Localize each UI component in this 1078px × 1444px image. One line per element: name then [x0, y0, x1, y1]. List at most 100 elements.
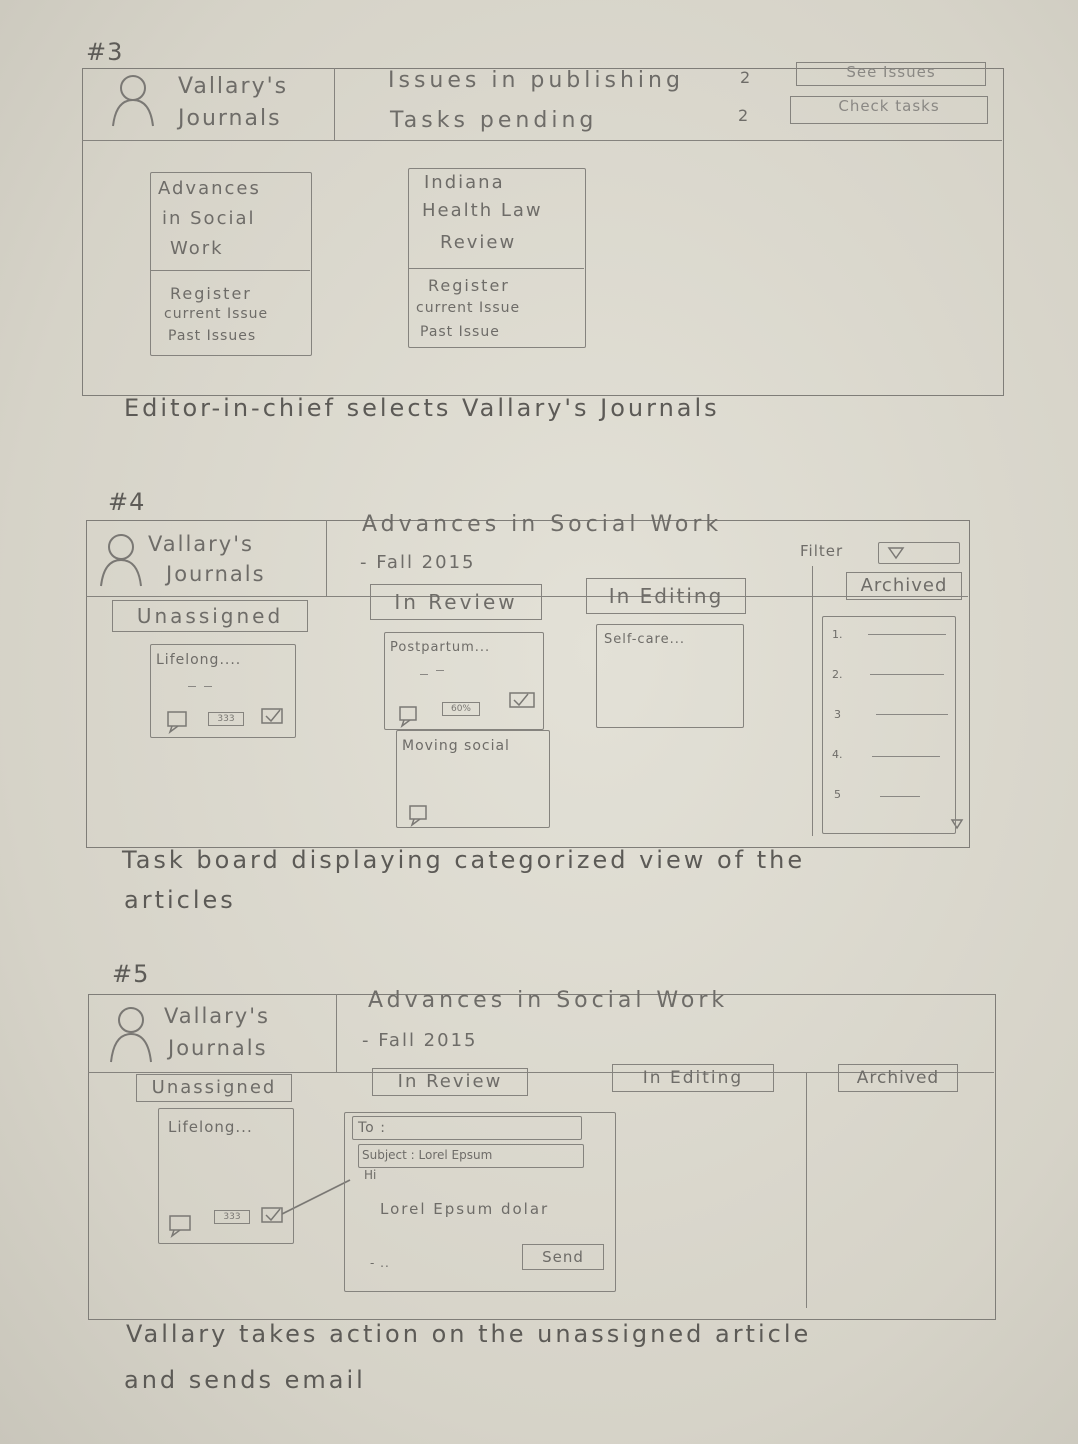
archived-item-line [880, 796, 920, 797]
archived-column-separator [806, 1072, 807, 1308]
email-greeting: Hi [364, 1168, 377, 1182]
current-issue-link[interactable]: current Issue [416, 300, 521, 316]
email-subject-text: Subject : Lorel Epsum [362, 1148, 493, 1162]
filter-dropdown[interactable] [878, 542, 960, 564]
filter-icon [887, 547, 905, 560]
register-link[interactable]: Register [428, 276, 510, 295]
column-unassigned[interactable]: Unassigned [136, 1074, 292, 1102]
column-archived[interactable]: Archived [838, 1064, 958, 1092]
article-card-title: Lifelong... [168, 1118, 253, 1136]
journal-title-line: Advances [158, 178, 261, 199]
issues-label: Issues in publishing [388, 68, 684, 93]
card-text-placeholder [188, 686, 196, 687]
article-card[interactable] [384, 632, 544, 730]
progress-badge: 60% [442, 702, 480, 716]
card-text-placeholder [420, 674, 428, 675]
article-card-title: Postpartum... [390, 640, 491, 655]
email-subject-field[interactable] [358, 1144, 584, 1168]
board-title: Advances in Social Work [368, 988, 729, 1013]
register-link[interactable]: Register [170, 284, 252, 303]
card-text-placeholder [436, 670, 444, 671]
screen-5-number: #5 [112, 960, 150, 988]
screen-3-header-separator [334, 68, 335, 140]
column-in-review[interactable]: In Review [370, 584, 542, 620]
article-card[interactable] [596, 624, 744, 728]
issues-count: 2 [740, 68, 753, 87]
screen-5-header-divider [88, 1072, 994, 1073]
email-to-label: To : [358, 1120, 386, 1136]
archived-item-line [872, 756, 940, 757]
brand-line-2: Journals [168, 1036, 268, 1060]
archived-item-number: 1. [832, 628, 843, 641]
past-issue-link[interactable]: Past Issue [420, 324, 500, 340]
column-archived[interactable]: Archived [846, 572, 962, 600]
archived-item-line [876, 714, 948, 715]
check-icon [261, 692, 535, 1223]
article-card-title: Self-care... [604, 632, 685, 647]
check-tasks-button[interactable]: Check tasks [790, 96, 988, 124]
journal-title-line: Work [170, 238, 224, 259]
archived-item-line [868, 634, 946, 635]
avatar-icon [100, 534, 142, 587]
screen-5-frame [88, 994, 996, 1320]
archived-item-number: 2. [832, 668, 843, 681]
archived-item-number: 5 [834, 788, 841, 801]
email-body-text[interactable]: Lorel Epsum dolar [380, 1200, 550, 1218]
reviewer-count-badge: 333 [214, 1210, 250, 1224]
column-in-editing[interactable]: In Editing [612, 1064, 774, 1092]
send-button[interactable]: Send [522, 1244, 604, 1270]
screen-4-number: #4 [108, 488, 146, 516]
avatar-icon [110, 1007, 152, 1063]
archived-item-number: 4. [832, 748, 843, 761]
screen-3-number: #3 [86, 38, 124, 66]
column-in-editing[interactable]: In Editing [586, 578, 746, 614]
screen-5-caption-line-1: Vallary takes action on the unassigned a… [126, 1320, 812, 1348]
journal-title-line: Indiana [424, 172, 505, 193]
screen-5-header-separator [336, 994, 337, 1072]
screen-4-header-separator [326, 520, 327, 596]
board-title: Advances in Social Work [362, 512, 723, 537]
card-text-placeholder [204, 686, 212, 687]
tasks-label: Tasks pending [390, 108, 598, 133]
avatar-icon [112, 75, 154, 127]
archived-column-separator [812, 566, 813, 836]
screen-3-header-divider [82, 140, 1002, 141]
journal-card-divider [150, 270, 310, 271]
brand-line-1: Vallary's [164, 1004, 270, 1028]
see-issues-button[interactable]: See Issues [796, 62, 986, 86]
board-subtitle: - Fall 2015 [362, 1030, 478, 1051]
journal-card[interactable] [150, 172, 312, 356]
article-card[interactable] [396, 730, 550, 828]
filter-label: Filter [800, 542, 844, 560]
scroll-down-icon [950, 819, 964, 830]
column-in-review[interactable]: In Review [372, 1068, 528, 1096]
current-issue-link[interactable]: current Issue [164, 306, 269, 322]
email-body-ellipsis: - .. [370, 1256, 390, 1270]
archived-list[interactable] [822, 616, 956, 834]
email-to-field[interactable] [352, 1116, 582, 1140]
tasks-count: 2 [738, 106, 751, 125]
past-issues-link[interactable]: Past Issues [168, 328, 257, 344]
email-compose-dialog [344, 1112, 616, 1292]
archived-item-line [870, 674, 944, 675]
screen-3-frame [82, 68, 1004, 396]
journal-title-line: Health Law [422, 200, 543, 221]
screen-3-caption: Editor-in-chief selects Vallary's Journa… [124, 394, 720, 422]
screen-4-caption-line-1: Task board displaying categorized view o… [122, 846, 806, 874]
journal-title-line: in Social [162, 208, 256, 229]
article-card[interactable] [150, 644, 296, 738]
comment-icon [167, 706, 427, 1239]
article-card-title: Lifelong.... [156, 652, 242, 668]
brand-line-2: Journals [166, 562, 266, 586]
screen-5-caption-line-2: and sends email [124, 1366, 366, 1394]
reviewer-count-badge: 333 [208, 712, 244, 726]
column-unassigned[interactable]: Unassigned [112, 600, 308, 632]
journal-card[interactable] [408, 168, 586, 348]
archived-item-number: 3 [834, 708, 841, 721]
article-card-title: Moving social [402, 738, 510, 754]
article-card[interactable] [158, 1108, 294, 1244]
brand-line-1: Vallary's [148, 532, 254, 556]
screen-4-header-divider [86, 596, 968, 597]
